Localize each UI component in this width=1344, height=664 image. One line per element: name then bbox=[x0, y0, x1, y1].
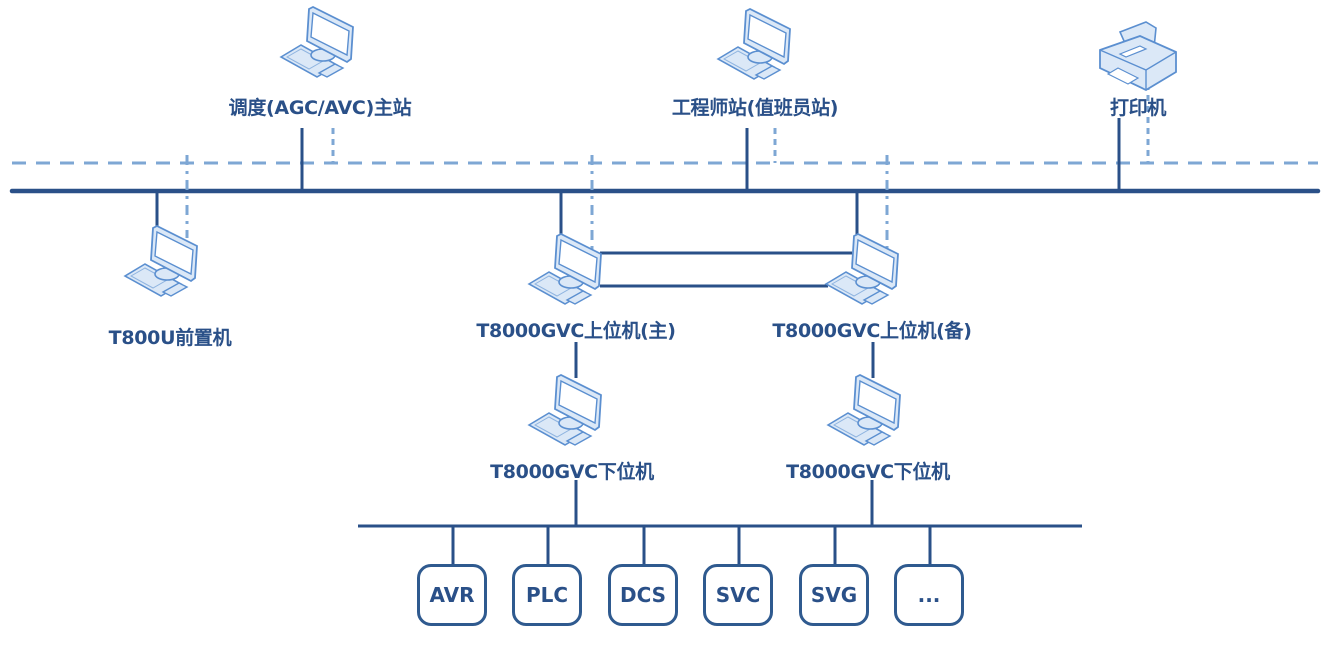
field-device-svg: SVG bbox=[799, 564, 869, 626]
upper-backup-label: T8000GVC上位机(备) bbox=[772, 320, 972, 342]
field-device-svc: SVC bbox=[703, 564, 773, 626]
lower-main-label: T8000GVC下位机 bbox=[490, 461, 654, 483]
printer-icon bbox=[1099, 21, 1177, 91]
dispatch-station-label: 调度(AGC/AVC)主站 bbox=[228, 97, 412, 119]
lower-backup-label: T8000GVC下位机 bbox=[786, 461, 950, 483]
field-device-plc: PLC bbox=[512, 564, 582, 626]
upper-main-label: T8000GVC上位机(主) bbox=[476, 320, 676, 342]
computer-icon bbox=[280, 6, 354, 78]
field-device-dcs: DCS bbox=[608, 564, 678, 626]
field-device-more: ... bbox=[894, 564, 964, 626]
frontend-label: T800U前置机 bbox=[108, 327, 232, 349]
engineer-station-label: 工程师站(值班员站) bbox=[671, 97, 839, 119]
computer-icon bbox=[717, 8, 791, 80]
field-device-avr: AVR bbox=[417, 564, 487, 626]
computer-icon bbox=[827, 374, 901, 446]
computer-icon bbox=[825, 233, 899, 305]
printer-label: 打印机 bbox=[1109, 97, 1167, 119]
computer-icon bbox=[528, 233, 602, 305]
computer-icon bbox=[528, 374, 602, 446]
